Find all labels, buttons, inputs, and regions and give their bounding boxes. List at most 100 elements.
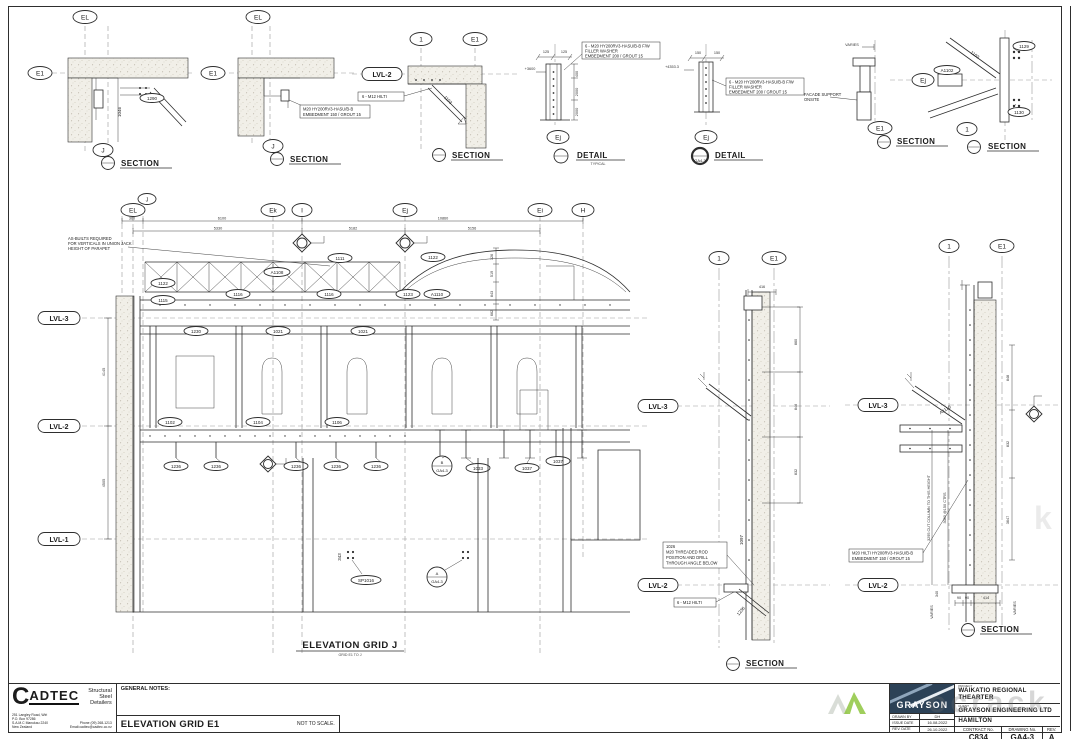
project-label: PROJECT (958, 684, 973, 688)
cadtec-contact: Phone (09) 268-1213 Email:cadtec@cadtec.… (70, 721, 112, 730)
drawing-number: GA4-3 (1002, 733, 1044, 739)
tagline-line: Steel (99, 694, 112, 700)
grid-bubble-e1: E1 (471, 37, 479, 44)
section-label: SECTION (746, 659, 784, 668)
grayson-logo-text: GRAYSON (896, 700, 949, 710)
dim-text: 6100 (218, 217, 226, 221)
dim-text: 519 (490, 271, 494, 277)
contract-number: C834 (955, 733, 1003, 739)
cadtec-tagline: Structural Steel Detailers (88, 688, 112, 706)
note-line: AS-BUILTS REQUIRED (68, 236, 112, 241)
note-line: M20 HILTI HY200RV3-HASU/B-B (852, 551, 913, 556)
part-tag: SP1016 (358, 578, 375, 583)
part-tag: 1116 (233, 292, 243, 297)
view-subtitle: GRID E1 TO J (338, 653, 361, 657)
part-tag: 1097 (739, 534, 744, 545)
note-line: 6 - M20 HY200RV3-HASU/B-B F/W (729, 80, 794, 85)
section-view-b: EL E1 M20 HY200RV3-HASU/B-B EMBEDMENT 15… (200, 10, 371, 166)
note-line: FILLER WASHER (585, 49, 618, 54)
dim-text: 5330 (214, 227, 222, 231)
part-tag: 1290 (147, 96, 158, 101)
part-tag: 1037 (553, 459, 564, 464)
dim-text: 10860 (438, 217, 449, 221)
dim-text: 4505 (102, 479, 106, 487)
issue-date-row: ISSUE DATE 16.08.2022 (890, 720, 955, 727)
part-tag: 1236 (291, 464, 302, 469)
grid-bubble-e1: E1 (209, 71, 217, 78)
dim-text: 2000 (575, 108, 579, 116)
watermark-logo-icon (828, 692, 866, 714)
note-line: M20 HY200RV3-HASU/B-B (303, 107, 353, 112)
detail-ref: GA4-3 (436, 468, 448, 473)
dim-text: 848 (1006, 375, 1010, 381)
part-tag: 1236 (371, 464, 382, 469)
note-line: FILLER WASHER (729, 85, 762, 90)
scale-note: NOT TO SCALE. (297, 721, 335, 727)
level-bubble-lvl3: LVL-3 (869, 403, 888, 410)
part-tag: 1037 (522, 466, 533, 471)
tagline-line: Detailers (90, 700, 112, 706)
detail-ref: GA4-3 (431, 579, 443, 584)
part-tag: 1236 (211, 464, 222, 469)
part-tag: 1236 (171, 464, 182, 469)
part-tag: 1046 (117, 106, 122, 117)
issue-date-value: 16.08.2022 (927, 720, 948, 726)
dim-text: 414 (983, 596, 989, 600)
section-cut-marker (1025, 395, 1043, 423)
note-line: FOR VERTICALS IN UNION JACK (68, 241, 132, 246)
grid-bubble-ei: Ei (537, 208, 543, 215)
part-tag: 1236 (736, 605, 747, 616)
level-bubble-lvl2: LVL-2 (649, 583, 668, 590)
part-tag: 1230 (191, 329, 202, 334)
note-line: FACADE SUPPORT (804, 92, 842, 97)
level-text: +4353.3 (665, 65, 679, 69)
note-line: POSITION AND DRILL (666, 555, 709, 560)
dim-text: 150 (714, 51, 720, 55)
dim-text: 3647 (1006, 516, 1010, 524)
dim-text: 832 (1006, 441, 1010, 447)
dim-text: 125 (561, 50, 567, 54)
part-tag: 1021 (358, 329, 369, 334)
cadtec-logo-name: ADTEC (29, 688, 80, 705)
client-label: CLIENT (958, 704, 969, 708)
grid-bubble-el: EL (254, 15, 262, 22)
address-line: New Zealand (12, 725, 32, 730)
dim-text: 848 (794, 404, 798, 410)
drawing-label: DRAWING No. (1002, 727, 1044, 732)
note-line: HEIGHT OF PARAPET (68, 246, 111, 251)
note-line: M20 THREADED ROD (666, 550, 708, 555)
elevation-grid-j: J EL Ek I Ej Ei H 360 6100 10860 5330 51… (37, 193, 648, 657)
level-bubble: LVL-2 (373, 72, 392, 79)
section-view-f: VARIES FACADE SUPPORT ONSITE E1 SECTION (804, 40, 948, 149)
part-tag: A1110 (939, 404, 952, 415)
grid-bubble-ej: Ej (920, 78, 926, 85)
grid-bubble-j: J (146, 198, 149, 204)
part-tag: 1102 (165, 420, 175, 425)
rev-date-label: REV. DATE (890, 726, 921, 732)
dim-text: 90 (965, 596, 969, 600)
dim-text: 662 (490, 310, 494, 316)
section-view-right: 1 E1 LVL-3 LVL-2 848 832 3647 A1110 3295… (845, 239, 1058, 637)
phone: Phone (09) 268-1213 (79, 721, 112, 726)
dim-text: 843 (490, 291, 494, 297)
dim-text: VARIES (845, 43, 859, 47)
dim-text: 326 (490, 254, 494, 260)
rev-value: A (1048, 733, 1055, 739)
level-bubble-lvl3: LVL-3 (50, 316, 69, 323)
dim-text: 3295 CUT COLUMN TO THIS HEIGHT (927, 474, 931, 541)
grid-bubble-1: 1 (965, 127, 969, 134)
grid-bubble-e1: E1 (876, 126, 884, 133)
section-label: SECTION (981, 625, 1019, 634)
section-cut-marker (259, 455, 287, 473)
dim-text: VARIES (1013, 601, 1017, 615)
sheet-border-right (1070, 6, 1071, 731)
grid-bubble-el: EL (129, 208, 137, 215)
grid-bubble-ej: Ej (555, 135, 561, 142)
watermark-fragment: k (1034, 500, 1052, 536)
part-tag: 1236 (331, 464, 342, 469)
grid-bubble-e1: E1 (36, 71, 44, 78)
detail-ref: GA4-3 (694, 158, 706, 163)
